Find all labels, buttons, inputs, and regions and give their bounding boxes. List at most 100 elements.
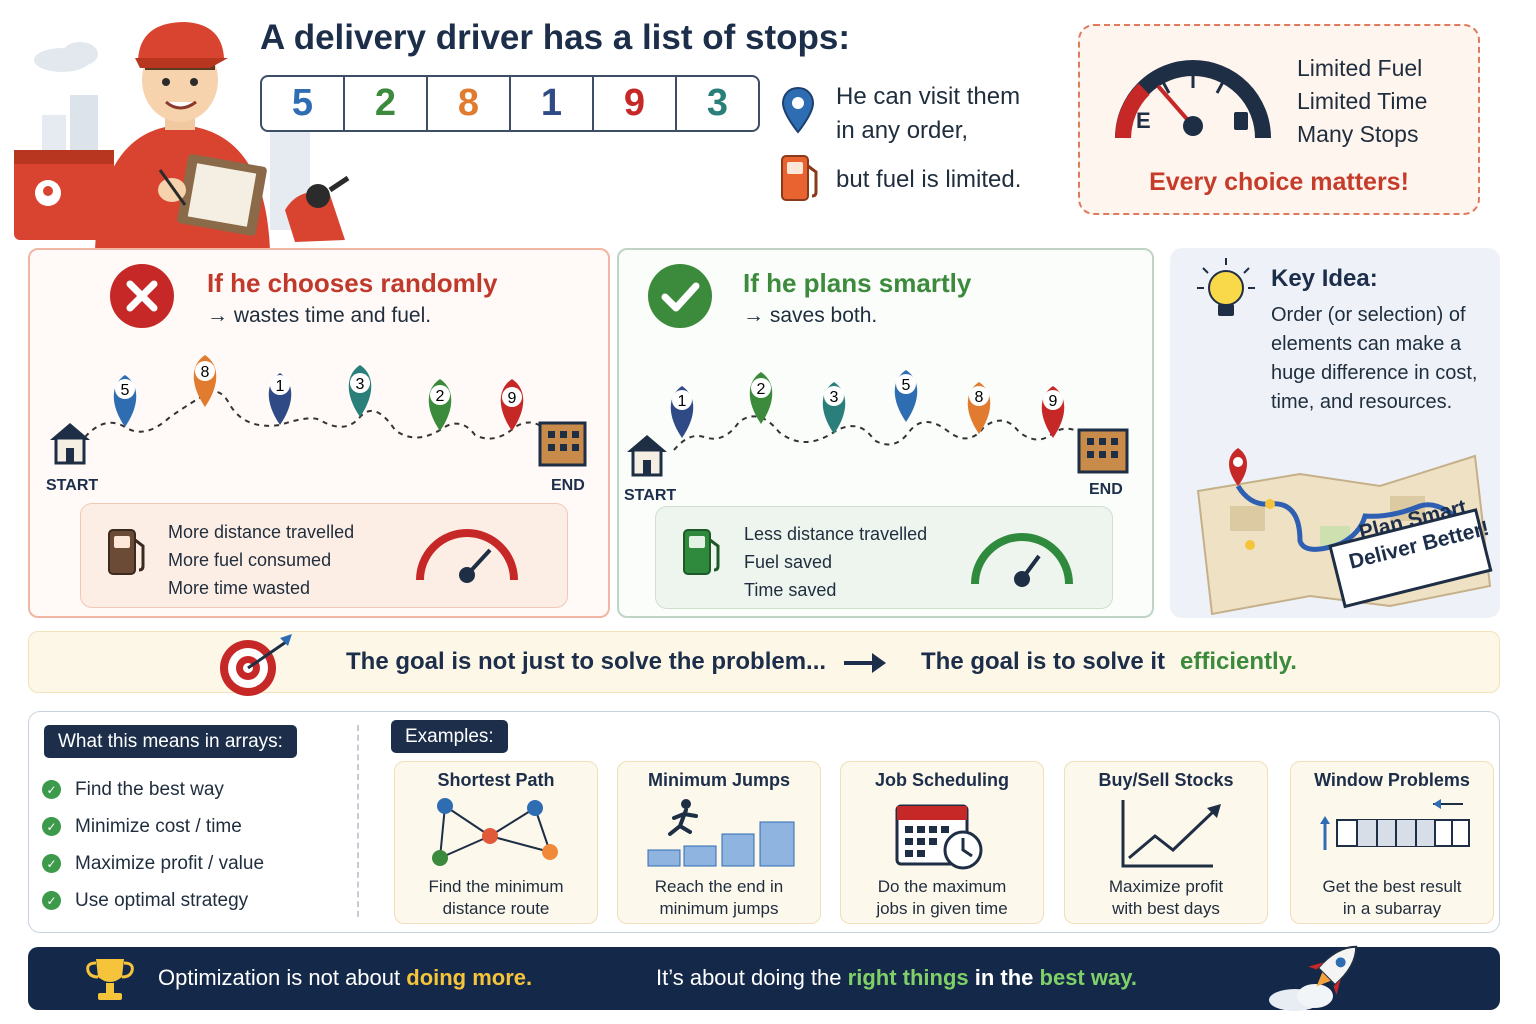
checkmark-icon: ✓ [42,854,61,873]
checklist-label: Minimize cost / time [75,815,242,837]
target-icon [220,634,292,696]
route-pin-label: 8 [201,364,210,381]
card-title: Buy/Sell Stocks [1098,770,1234,790]
checklist-label: Use optimal strategy [75,889,249,911]
stop-cell: 8 [428,77,511,130]
checklist-item: ✓ Maximize profit / value [42,845,264,882]
footer-text: It’s about doing the [656,965,848,990]
building-icon [538,421,587,467]
examples-tag: Examples: [391,720,508,753]
constraints-list: Limited Fuel Limited Time Many Stops [1297,52,1427,151]
card-description: Do the maximum jobs in given time [841,876,1043,920]
example-card-shortest-path: Shortest Path Find the minimum distance … [394,761,598,924]
summary-line: More fuel consumed [168,550,332,570]
random-route-map: 5 8 1 3 2 9 [50,355,587,467]
sliding-window-icon [1320,799,1470,850]
visit-line: in any order, [836,117,969,144]
route-pin-label: 2 [757,381,766,398]
house-icon [50,423,90,465]
checklist-label: Maximize profit / value [75,852,265,874]
footer-right-text: It’s about doing the right things in the… [656,965,1137,991]
arrow-right-icon [844,653,886,673]
route-pin-label: 5 [902,377,911,394]
arrays-tag: What this means in arrays: [44,725,297,758]
route-pin-label: 2 [436,388,445,405]
checkmark-icon: ✓ [42,891,61,910]
smart-summary-lines: Less distance travelled Fuel saved Time … [744,520,927,604]
start-label: START [46,477,99,494]
route-pin-label: 1 [678,393,687,410]
example-card-window-problems: Window Problems Get the best result in a… [1290,761,1494,924]
graph-icon [432,798,558,866]
summary-line: Time saved [744,580,837,600]
fuel-pump-icon [683,529,720,575]
card-title: Job Scheduling [874,770,1009,790]
route-pin: 3 [348,365,372,417]
summary-line: More time wasted [168,578,311,598]
footer-text: Optimization is not about [158,965,407,990]
card-desc-line: Maximize profit [1108,877,1224,896]
random-heading: If he chooses randomly [207,268,498,298]
route-pin: 3 [822,382,846,434]
smart-subtext: → saves both. [743,304,878,327]
goal-banner [28,631,1500,693]
stop-cell: 2 [345,77,428,130]
house-icon [627,435,667,477]
route-pin-label: 3 [830,389,839,406]
gauge-empty-label: E [1136,108,1151,133]
fuel-pump-icon [781,155,818,201]
constraint-line: Limited Time [1297,88,1428,114]
driver-illustration [14,22,350,250]
goal-is: The goal is to solve it [921,648,1166,675]
footer-text: in the [968,965,1040,990]
location-pin-icon [781,86,815,134]
card-desc-line: distance route [442,899,550,918]
card-desc-line: Reach the end in [654,877,784,896]
smart-route-map: 1 2 3 5 8 9 [627,370,1129,477]
jumping-stairs-icon [647,799,795,867]
rocket-icon [1269,945,1358,1011]
checkmark-icon: ✓ [42,817,61,836]
footer-highlight: best way. [1039,965,1137,990]
stop-cell: 1 [511,77,594,130]
key-idea-title: Key Idea: [1271,265,1378,292]
card-description: Maximize profit with best days [1065,876,1267,920]
goal-efficiently: efficiently. [1180,648,1297,675]
card-desc-line: Do the maximum [877,877,1007,896]
card-desc-line: in a subarray [1342,899,1442,918]
cross-icon [110,264,174,328]
constraints-box [1078,24,1480,215]
route-pin-label: 9 [1049,393,1058,410]
footer-highlight: right things [847,965,969,990]
checkmark-icon: ✓ [42,780,61,799]
speedometer-high-icon [416,529,518,583]
route-pin: 5 [113,375,137,427]
visit-line: He can visit them [836,83,1021,110]
end-label: END [551,477,585,494]
card-description: Get the best result in a subarray [1291,876,1493,920]
footer-banner [28,947,1500,1010]
route-pin: 1 [268,373,292,425]
constraint-line: Limited Fuel [1297,55,1423,81]
calendar-clock-icon [895,804,983,870]
stop-cell: 9 [594,77,677,130]
check-icon [648,264,712,328]
card-title: Shortest Path [437,770,555,790]
smart-heading: If he plans smartly [743,268,972,298]
card-desc-line: Find the minimum [428,877,564,896]
every-choice-matters: Every choice matters! [1149,168,1409,196]
constraint-line: Many Stops [1297,121,1419,147]
checklist-item: ✓Find the best way [42,771,264,808]
fuel-pump-icon [108,529,145,575]
route-pin-label: 8 [975,389,984,406]
map-icon [1196,448,1493,616]
card-description: Reach the end in minimum jumps [618,876,820,920]
random-subtext: → wastes time and fuel. [207,304,432,327]
route-pin: 9 [1041,386,1065,438]
card-desc-line: minimum jumps [659,899,779,918]
card-desc-line: Get the best result [1322,877,1462,896]
page-title: A delivery driver has a list of stops: [260,18,851,57]
arrays-checklist: ✓Find the best way ✓ Minimize cost / time… [42,771,264,919]
route-pin-label: 9 [508,390,517,407]
summary-line: Fuel saved [744,552,833,572]
